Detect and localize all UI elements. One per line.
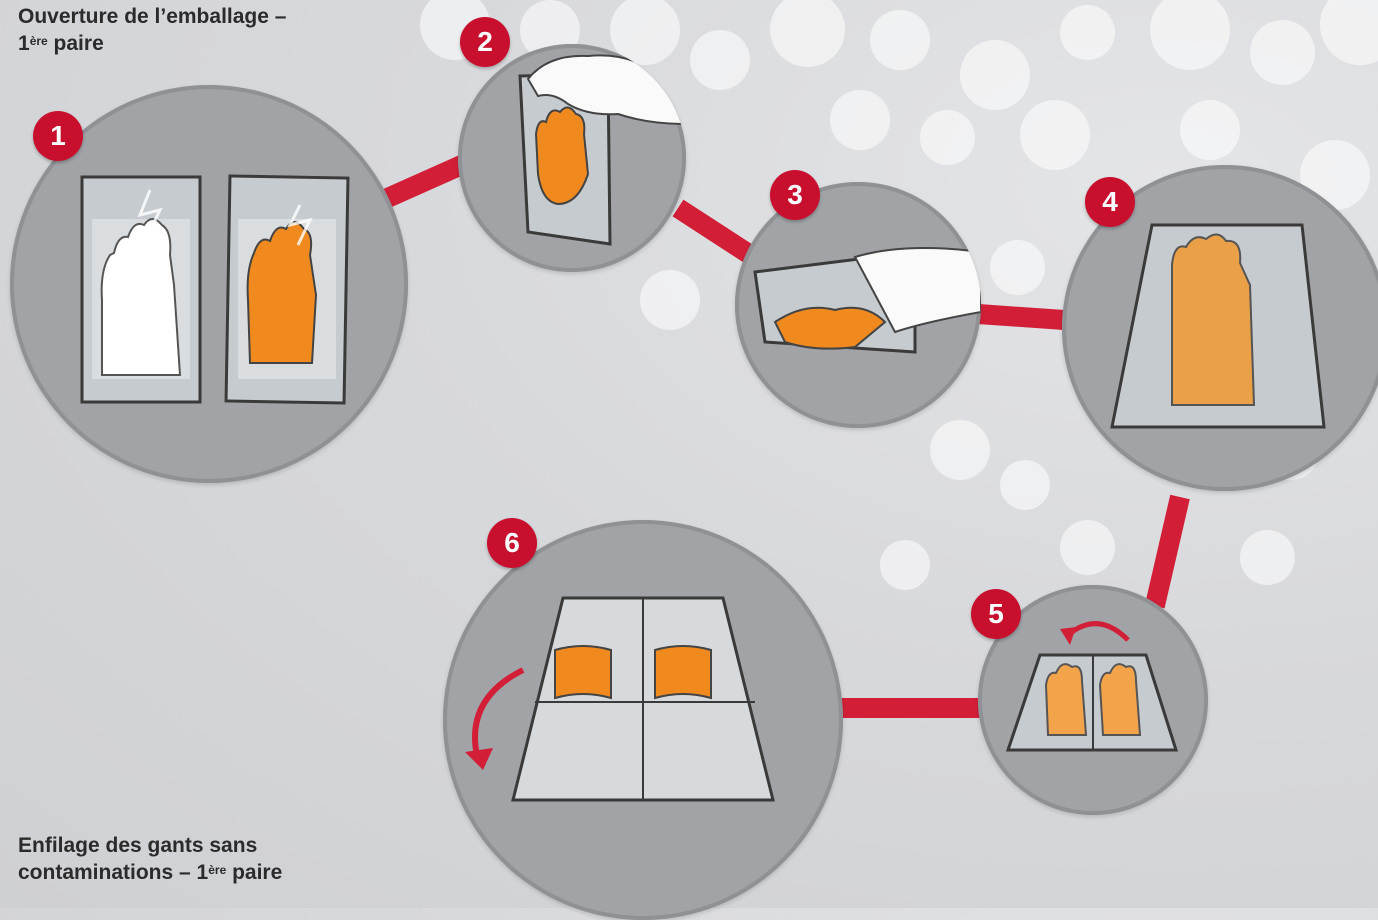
opening-title-suffix: paire [48, 32, 104, 55]
hand-pulling-glove-icon [735, 182, 981, 428]
connector-5-6 [835, 698, 980, 718]
opening-title-line1: Ouverture de l’emballage – [18, 5, 286, 28]
step-1-badge: 1 [33, 111, 83, 161]
fold-down-wrapper-icon [443, 520, 843, 920]
connector-3-4 [977, 304, 1068, 330]
step-2-circle [458, 44, 686, 272]
opening-title-num: 1 [18, 32, 30, 55]
step-3-circle [735, 182, 981, 428]
step-4-badge: 4 [1085, 177, 1135, 227]
step-3-badge: 3 [770, 170, 820, 220]
step-5-badge: 5 [971, 589, 1021, 639]
opening-title: Ouverture de l’emballage – 1ère paire [18, 3, 418, 57]
donning-title-suffix: paire [226, 861, 282, 884]
donning-title-sup: ère [208, 863, 226, 877]
step-2-badge: 2 [460, 17, 510, 67]
hand-opening-package-icon [458, 44, 686, 272]
opening-title-sup: ère [30, 34, 48, 48]
donning-title-line1: Enfilage des gants sans [18, 834, 257, 857]
donning-title-line2: contaminations – 1 [18, 861, 208, 884]
step-6-circle [443, 520, 843, 920]
step-6-badge: 6 [487, 518, 537, 568]
donning-title: Enfilage des gants sans contaminations –… [18, 832, 418, 886]
